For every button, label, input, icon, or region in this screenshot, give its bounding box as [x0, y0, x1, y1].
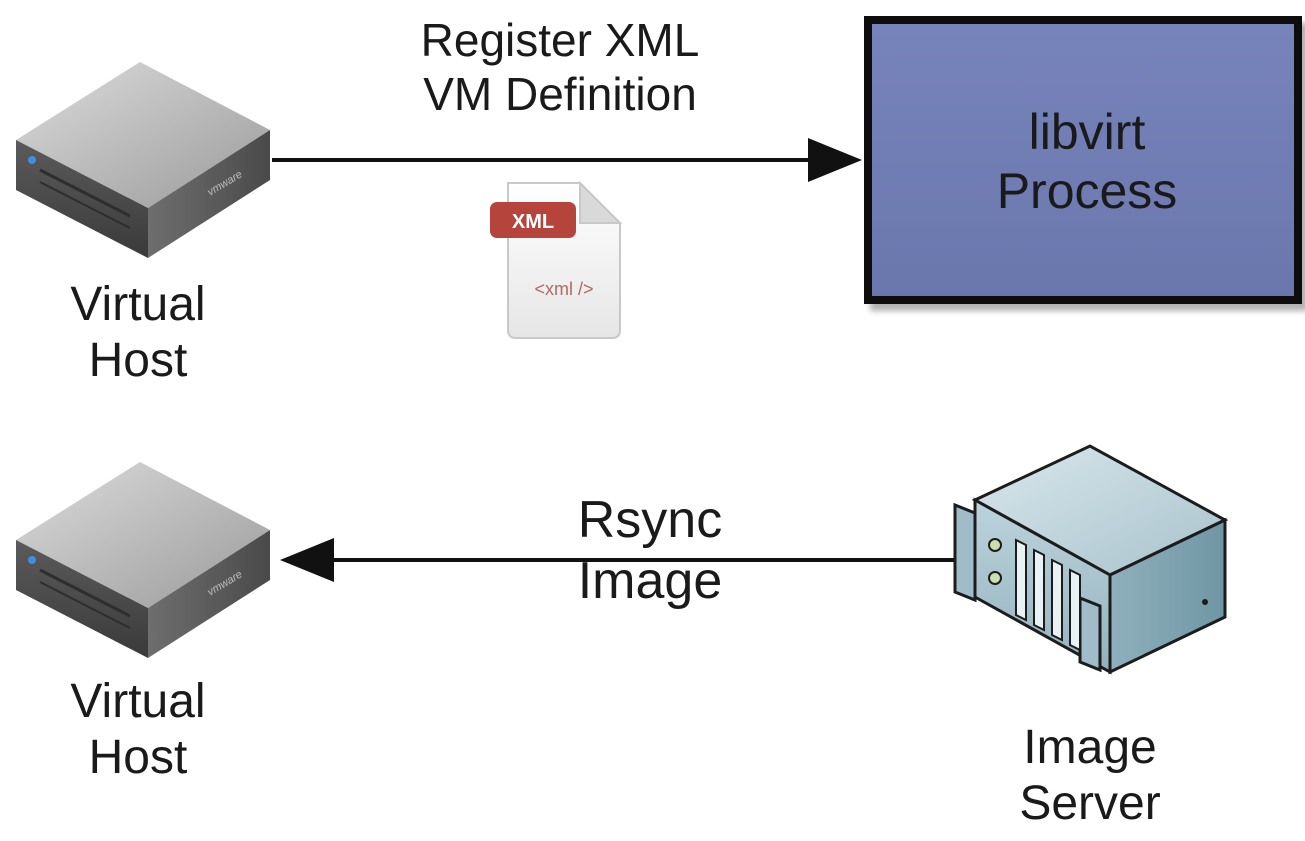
image-server-icon: [953, 444, 1229, 675]
xml-file-content: <xml />: [534, 279, 593, 299]
xml-file-icon: XML <xml />: [490, 180, 623, 339]
rsync-arrow-label: Rsync Image: [500, 490, 800, 612]
virtual-host-top-label-line-2: Host: [88, 334, 188, 388]
virtual-host-bottom-label-line-2: Host: [88, 731, 188, 785]
libvirt-process-label-line-2: Process: [996, 162, 1178, 219]
virtual-host-top-icon: vmware: [16, 62, 270, 258]
rsync-arrow-label-line-2: Image: [577, 551, 723, 610]
register-arrow-label: Register XML VM Definition: [330, 14, 790, 122]
image-server-label-line-1: Image: [1023, 721, 1157, 774]
virtual-host-bottom-label: Virtual Host: [28, 674, 248, 786]
virtual-host-bottom-icon: vmware: [16, 462, 270, 658]
virtual-host-top-label: Virtual Host: [28, 277, 248, 389]
virtual-host-top-label-line-1: Virtual: [70, 278, 206, 331]
virtual-host-bottom-label-line-1: Virtual: [70, 675, 206, 728]
libvirt-process-box: [864, 16, 1302, 304]
xml-badge: [490, 202, 576, 238]
image-server-label: Image Server: [980, 720, 1200, 832]
libvirt-process-label-line-1: libvirt: [1028, 104, 1146, 160]
rsync-arrow: [280, 538, 958, 582]
register-arrow: [272, 138, 862, 182]
image-server-label-line-2: Server: [1019, 777, 1161, 831]
xml-badge-label: XML: [512, 211, 554, 233]
libvirt-process-label: libvirt Process: [872, 103, 1302, 220]
register-arrow-label-line-1: Register XML: [420, 14, 700, 66]
rsync-arrow-label-line-1: Rsync: [577, 491, 723, 549]
register-arrow-label-line-2: VM Definition: [423, 67, 697, 120]
